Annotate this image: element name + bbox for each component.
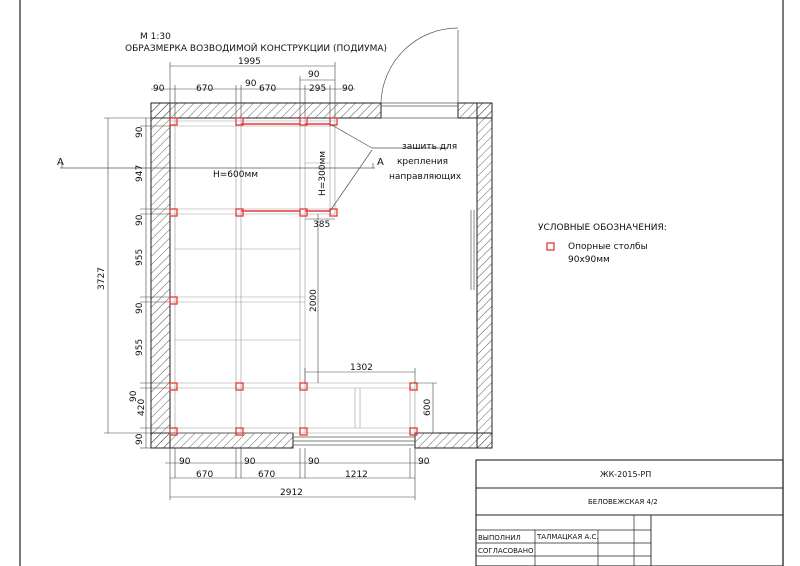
dim-inner-1302: 1302 [350, 363, 373, 373]
dim-left-1: 90 [135, 126, 145, 138]
dim-bottom-90-1: 90 [179, 457, 191, 467]
height-label-600: H=600мм [213, 170, 258, 180]
section-label-right: A [377, 157, 384, 168]
support-posts [169, 117, 418, 436]
support-post [329, 117, 338, 126]
support-post [169, 117, 178, 126]
dim-left-5: 90 [135, 302, 145, 314]
dim-left-8: 420 [137, 399, 147, 416]
support-post [235, 382, 244, 391]
dim-bottom-90-4: 90 [418, 457, 430, 467]
support-post [169, 296, 178, 305]
inner-dimensions [304, 214, 437, 434]
support-post [299, 382, 308, 391]
dim-left-3: 90 [135, 214, 145, 226]
dim-top-4: 670 [259, 84, 276, 94]
legend-title: УСЛОВНЫЕ ОБОЗНАЧЕНИЯ: [538, 223, 667, 233]
bottom-dimensions [165, 448, 430, 500]
legend-post-swatch [546, 242, 555, 251]
support-post [235, 117, 244, 126]
dim-bottom-670-2: 670 [258, 470, 275, 480]
note-line-3: направляющих [389, 172, 462, 182]
dim-left-9: 90 [135, 433, 145, 445]
sheet-frame [19, 0, 784, 566]
note-leader [329, 123, 448, 212]
dim-top-1: 90 [153, 84, 165, 94]
dim-left-total: 3727 [97, 267, 107, 290]
title-block [475, 459, 784, 566]
project-address: БЕЛОВЕЖСКАЯ 4/2 [588, 498, 658, 506]
legend-item-line2: 90х90мм [568, 255, 610, 265]
support-post [299, 427, 308, 436]
dim-bottom-1212: 1212 [345, 470, 368, 480]
support-post [329, 208, 338, 217]
section-label-left: A [57, 157, 64, 168]
support-post [235, 208, 244, 217]
dim-top-6: 90 [342, 84, 354, 94]
support-post [169, 208, 178, 217]
performer-name: ТАЛМАЦКАЯ А.С. [536, 533, 599, 541]
dim-left-4: 955 [135, 249, 145, 266]
support-post [235, 427, 244, 436]
support-post [169, 382, 178, 391]
role-performed: ВЫПОЛНИЛ [478, 534, 521, 542]
dim-bottom-90-3: 90 [308, 457, 320, 467]
left-dimensions [104, 117, 170, 449]
note-line-1: зашить для [402, 142, 457, 152]
dim-bottom-670-1: 670 [196, 470, 213, 480]
top-dimensions [151, 62, 355, 118]
support-post [169, 427, 178, 436]
role-approved: СОГЛАСОВАНО [478, 547, 534, 555]
dim-top-5: 295 [309, 84, 326, 94]
dim-inner-600: 600 [423, 399, 433, 416]
scale-label: М 1:30 [140, 32, 171, 42]
room-walls [150, 27, 493, 449]
support-post [299, 208, 308, 217]
note-line-2: крепления [397, 157, 448, 167]
support-post [299, 117, 308, 126]
project-code: ЖК-2015-РП [600, 470, 651, 479]
dim-inner-385: 385 [313, 220, 330, 230]
height-label-300: H=300мм [318, 151, 328, 196]
support-post [409, 427, 418, 436]
dim-bottom-90-2: 90 [244, 457, 256, 467]
dim-inner-2000: 2000 [309, 289, 319, 312]
dim-left-7: 90 [129, 390, 139, 402]
dim-bottom-total: 2912 [280, 488, 303, 498]
dim-left-6: 955 [135, 339, 145, 356]
drawing-title: ОБРАЗМЕРКА ВОЗВОДИМОЙ КОНСТРУКЦИИ (ПОДИУ… [125, 42, 387, 54]
dim-left-2: 947 [135, 165, 145, 182]
section-line [60, 163, 375, 169]
support-post [409, 382, 418, 391]
dim-top-3: 90 [245, 79, 257, 89]
legend-item-line1: Опорные столбы [568, 242, 648, 252]
dim-top-upper-90: 90 [308, 70, 320, 80]
dim-top-total: 1995 [238, 57, 261, 67]
dim-top-2: 670 [196, 84, 213, 94]
